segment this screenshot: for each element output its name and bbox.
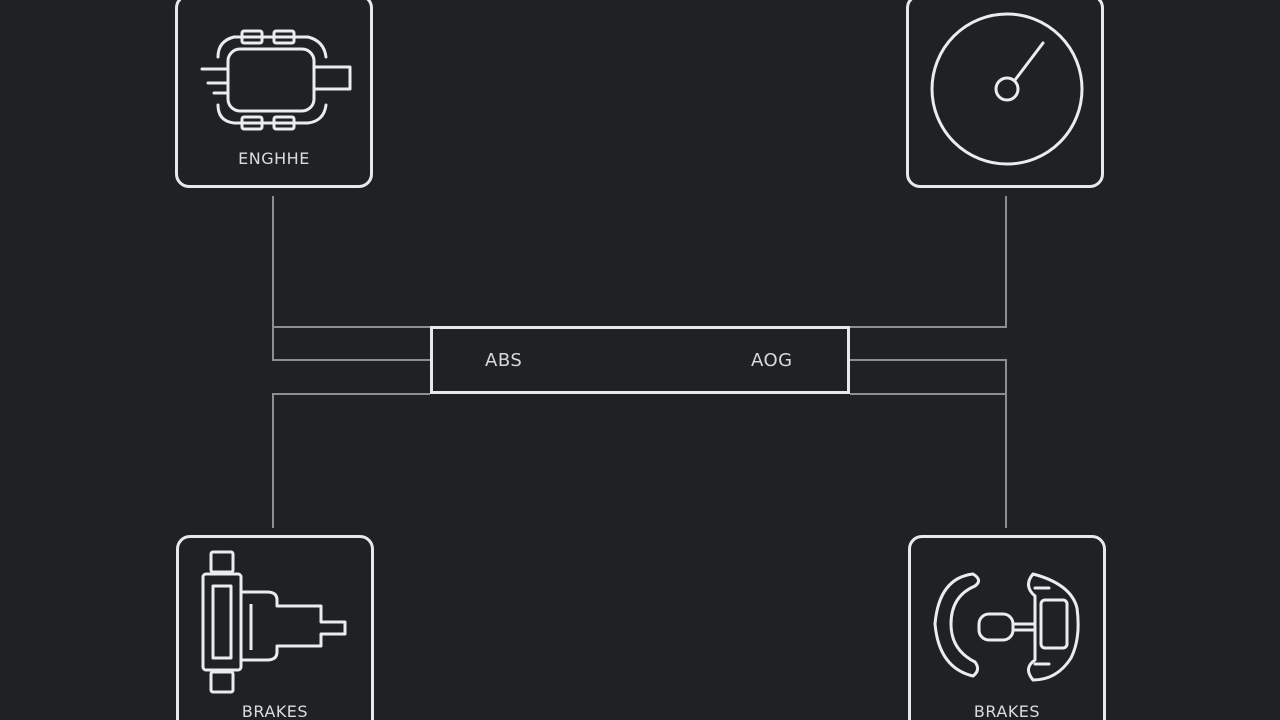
wire-right-mid	[850, 359, 1007, 395]
brakes-left-node: BRAKES	[176, 535, 374, 720]
bus-label-abs: ABS	[485, 350, 523, 371]
engine-node: ENGHHE	[175, 0, 373, 188]
brake-pads-icon	[933, 572, 1080, 682]
wire-engine-upper	[272, 196, 430, 361]
brakes-right-node: BRAKES	[908, 535, 1106, 720]
gauge-node	[906, 0, 1104, 188]
brakes-left-label: BRAKES	[241, 702, 309, 720]
brakes-right-label: BRAKES	[973, 702, 1041, 720]
wire-brakes-left	[272, 393, 430, 528]
wire-gauge	[850, 196, 1007, 328]
gauge-icon	[930, 12, 1084, 166]
engine-icon	[200, 29, 352, 131]
brake-caliper-icon	[201, 550, 347, 694]
bus-label-aog: AOG	[751, 350, 793, 371]
abs-controller-bar: ABS AOG	[430, 326, 850, 394]
engine-label: ENGHHE	[238, 149, 310, 168]
